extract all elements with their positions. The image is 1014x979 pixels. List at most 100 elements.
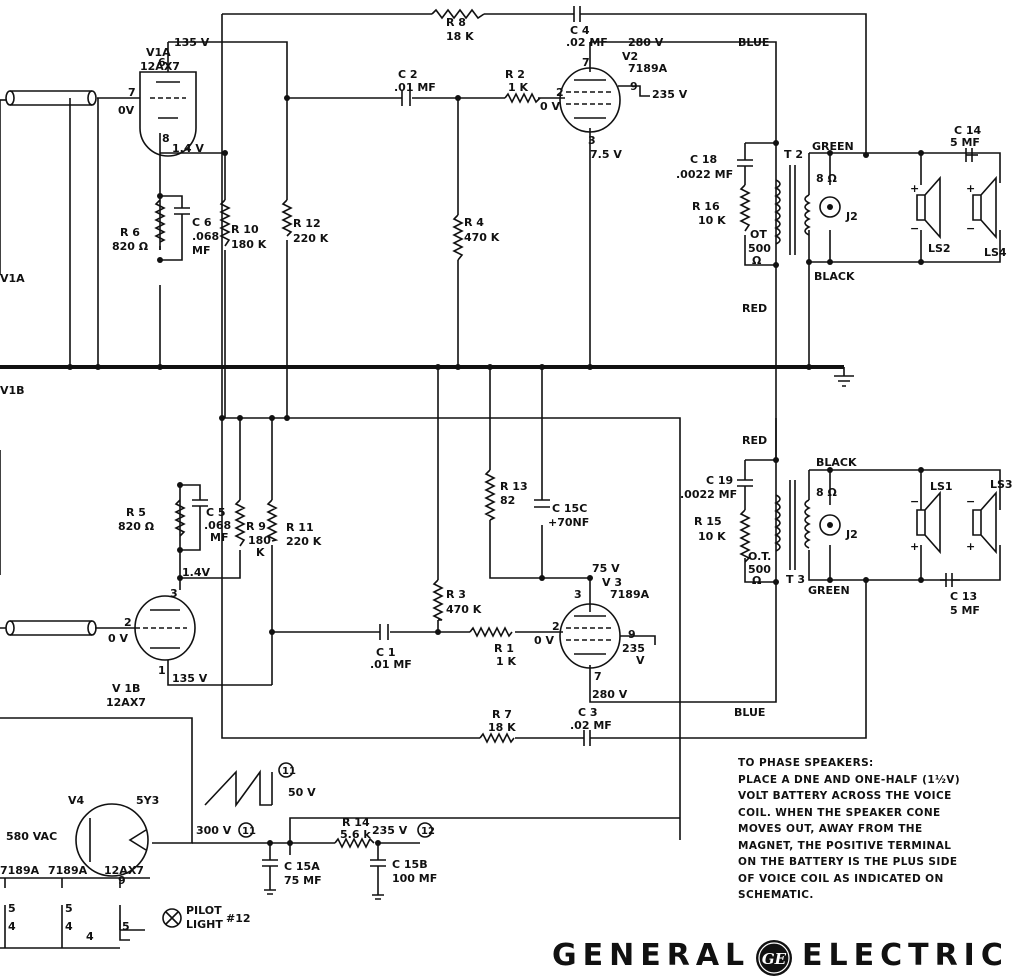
label-r14-value: 5.6 k xyxy=(340,828,371,841)
label-heater-pin-3: 5 xyxy=(65,902,73,915)
label-heater-pin-2: 4 xyxy=(8,920,16,933)
label-c5-value: .068 xyxy=(204,519,231,532)
label-t3-primary-unit: Ω xyxy=(752,574,762,587)
label-v1a-name: V1A xyxy=(146,46,171,59)
capacitor-c15c xyxy=(534,499,550,508)
note-line: COIL. WHEN THE SPEAKER CONE xyxy=(738,806,941,819)
label-v3-pin-cathode: 3 xyxy=(574,588,582,601)
resistor-r5 xyxy=(174,499,186,537)
label-ls3: LS3 xyxy=(990,478,1013,491)
label-c4-name: C 4 xyxy=(570,24,590,37)
label-r10-name: R 10 xyxy=(231,223,259,236)
label-r9-value: 180 xyxy=(248,534,271,547)
jack-j2-top xyxy=(819,196,841,218)
label-r13-value: 82 xyxy=(500,494,515,507)
label-c3-value: .02 MF xyxy=(570,719,612,732)
transformer-t3 xyxy=(774,480,811,570)
label-c15b-value: 100 MF xyxy=(392,872,437,885)
label-ls4: LS4 xyxy=(984,246,1007,259)
resistor-r9 xyxy=(234,499,246,547)
label-r7-value: 18 K xyxy=(488,721,516,734)
label-c19-name: C 19 xyxy=(706,474,733,487)
label-bplus-node: 11 xyxy=(242,826,256,837)
label-wire-black-bot: BLACK xyxy=(816,456,857,469)
capacitor-c19 xyxy=(737,479,753,495)
label-v1a-type: 12AX7 xyxy=(140,60,180,73)
label-c6-unit: MF xyxy=(192,244,210,257)
speaker-ls1 xyxy=(916,490,941,555)
label-c6-value: .068 xyxy=(192,230,219,243)
resistor-r7 xyxy=(479,732,515,744)
label-v1a-edge: V1A xyxy=(0,272,25,285)
label-v1a-pin-plate: 6 xyxy=(158,56,166,69)
junction-dots xyxy=(67,95,924,846)
label-v3-cathode-v: 75 V xyxy=(592,562,620,575)
resistor-r14 xyxy=(334,837,375,849)
label-r12-name: R 12 xyxy=(293,217,321,230)
label-r3-value: 470 K xyxy=(446,603,482,616)
label-r12-value: 220 K xyxy=(293,232,329,245)
label-c2-name: C 2 xyxy=(398,68,418,81)
capacitor-c3 xyxy=(583,730,591,746)
label-heater-pin-6: 4 xyxy=(86,930,94,943)
label-r11-value: 220 K xyxy=(286,535,322,548)
label-v3-pin-grid: 2 xyxy=(552,620,560,633)
capacitor-c4 xyxy=(573,6,581,22)
label-pilot-number: #12 xyxy=(226,912,251,925)
label-r10-value: 180 K xyxy=(231,238,267,251)
note-line: MAGNET, THE POSITIVE TERMINAL xyxy=(738,839,952,852)
node-11-bplus xyxy=(238,822,254,838)
label-heater-pin-1: 5 xyxy=(8,902,16,915)
label-r9-unit: K xyxy=(256,546,265,559)
label-v1b-grid-v: 0 V xyxy=(108,632,128,645)
resistor-r10 xyxy=(219,199,231,247)
label-v2-name: V2 xyxy=(622,50,638,63)
resistor-r4 xyxy=(452,214,464,261)
note-line: OF VOICE COIL AS INDICATED ON xyxy=(738,872,944,885)
label-r1-value: 1 K xyxy=(496,655,516,668)
label-v3-grid-v: 0 V xyxy=(534,634,554,647)
capacitor-c14 xyxy=(965,148,973,162)
capacitor-c15b xyxy=(370,859,386,900)
label-c13-value: 5 MF xyxy=(950,604,980,617)
label-wire-red-bot: RED xyxy=(742,434,767,447)
resistor-r8 xyxy=(431,8,485,20)
label-heater-1: 7189A xyxy=(0,864,40,877)
label-r5-value: 820 Ω xyxy=(118,520,155,533)
label-v2-pin-cathode: 3 xyxy=(588,134,596,147)
label-t2-name: T 2 xyxy=(784,148,803,161)
resistor-r1 xyxy=(469,626,513,638)
label-pilot-light-2: LIGHT xyxy=(186,918,223,931)
label-t3-primary-ohms: 500 xyxy=(748,563,771,576)
brand-word-general: GENERAL xyxy=(552,938,751,973)
label-c15b-name: C 15B xyxy=(392,858,428,871)
label-t2-secondary: 8 Ω xyxy=(816,172,837,185)
label-t3-secondary: 8 Ω xyxy=(816,486,837,499)
speaker-ls4 xyxy=(972,175,997,240)
resistor-r13 xyxy=(484,469,496,521)
tube-v1a xyxy=(139,71,197,157)
capacitor-c2 xyxy=(401,90,411,106)
label-v1a-grid-v: 0V xyxy=(118,104,135,117)
label-ls3-plus: + xyxy=(966,540,975,553)
label-v1a-pin-grid: 7 xyxy=(128,86,136,99)
label-c2-value: .01 MF xyxy=(394,81,436,94)
label-wire-blue-bot: BLUE xyxy=(734,706,765,719)
label-c15c-value: +70NF xyxy=(548,516,589,529)
label-r16-name: R 16 xyxy=(692,200,720,213)
label-v4-name: V4 xyxy=(68,794,85,807)
label-c13-name: C 13 xyxy=(950,590,977,603)
label-v2-pin-plate: 7 xyxy=(582,56,590,69)
note-line: ON THE BATTERY IS THE PLUS SIDE xyxy=(738,856,958,868)
brand-word-electric: ELECTRIC xyxy=(802,938,1009,973)
diagram-labels: V1A 12AX7 135 V 6 7 0V 8 1.4 V V2 7189A … xyxy=(0,16,1013,943)
resistor-r16 xyxy=(739,184,751,232)
label-ls2-plus: + xyxy=(910,182,919,195)
label-v1b-pin-cathode: 1 xyxy=(158,664,166,677)
label-c15a-name: C 15A xyxy=(284,860,320,873)
capacitor-c15a xyxy=(262,859,278,895)
label-ls2: LS2 xyxy=(928,242,951,255)
misc-symbols xyxy=(4,762,433,941)
label-v1a-pin-cathode: 8 xyxy=(162,132,170,145)
label-ac-voltage: 580 VAC xyxy=(6,830,57,843)
